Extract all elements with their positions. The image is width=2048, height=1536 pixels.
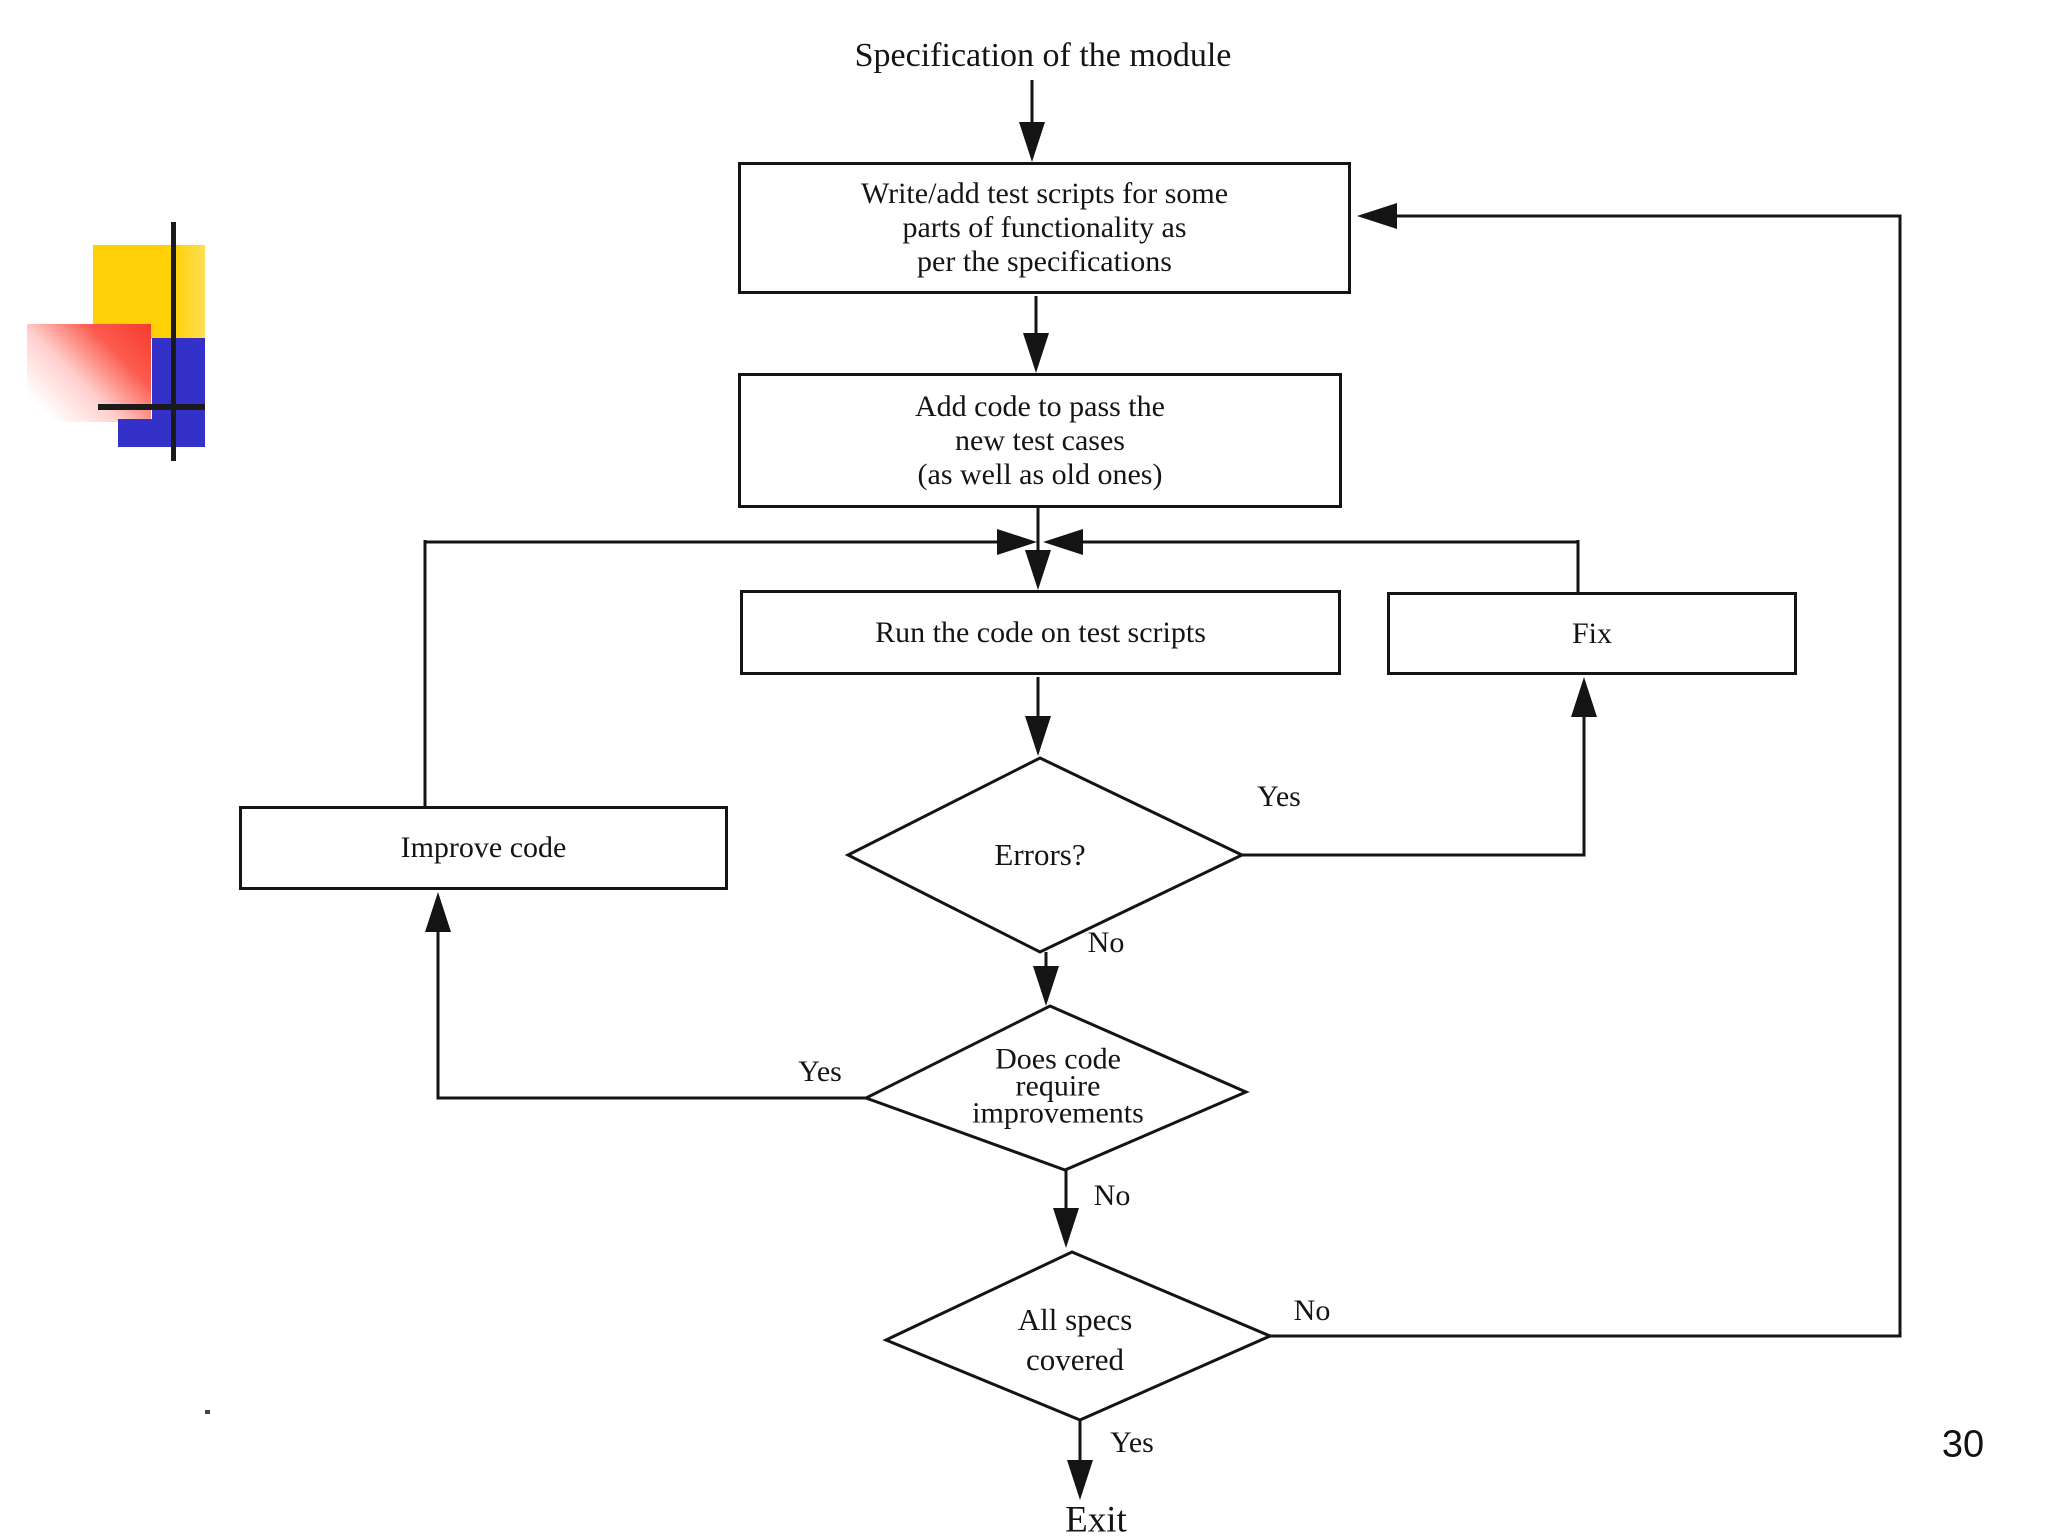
process-box-add-code-line: new test cases	[955, 423, 1125, 457]
edge-label-errors-no: No	[1087, 926, 1125, 959]
process-box-add-code: Add code to pass the new test cases (as …	[738, 373, 1342, 508]
process-box-add-code-line: (as well as old ones)	[917, 457, 1163, 491]
edge-label-improvements-no: No	[1093, 1179, 1131, 1212]
arrowhead-into-improvements	[1033, 966, 1059, 1006]
decision-errors-diamond	[844, 756, 1246, 954]
arrowhead-into-errors	[1025, 716, 1051, 756]
arrowhead-junction-from-improve	[997, 529, 1037, 555]
arrowhead-into-improve	[425, 892, 451, 932]
arrowhead-into-write-tests	[1019, 122, 1045, 162]
arrowhead-into-run-code	[1025, 550, 1051, 590]
edge-label-errors-yes: Yes	[1257, 780, 1301, 813]
process-box-write-tests: Write/add test scripts for some parts of…	[738, 162, 1351, 294]
decision-improvements-line: improvements	[972, 1096, 1144, 1130]
page-number: 30	[1941, 1423, 1985, 1466]
decision-shapes	[844, 756, 1274, 1422]
decision-improvements-diamond	[862, 1004, 1250, 1172]
logo-cross-vertical-line	[171, 222, 176, 461]
arrowhead-into-all-specs	[1053, 1208, 1079, 1248]
edge-label-all-specs-yes: Yes	[1110, 1426, 1154, 1459]
process-box-improve-code-label: Improve code	[400, 831, 567, 864]
arrowhead-into-exit	[1067, 1460, 1093, 1500]
decision-improvements-line: Does code	[995, 1042, 1121, 1076]
process-box-write-tests-line: parts of functionality as	[902, 211, 1187, 244]
arrowhead-junction-from-fix	[1043, 529, 1083, 555]
edge-all-specs-no-feedback	[1270, 214, 1902, 1338]
process-box-write-tests-line: per the specifications	[917, 245, 1172, 278]
process-box-run-code-label: Run the code on test scripts	[875, 615, 1206, 649]
edge-label-improvements-yes: Yes	[798, 1055, 842, 1088]
decision-all-specs-line: covered	[1025, 1342, 1125, 1377]
decision-all-specs-diamond	[882, 1250, 1274, 1422]
process-box-fix: Fix	[1387, 592, 1797, 675]
arrow-heads	[425, 122, 1597, 1500]
arrowhead-into-fix	[1571, 677, 1597, 717]
process-box-add-code-line: Add code to pass the	[915, 389, 1165, 423]
connector-lines	[423, 80, 1902, 1462]
process-box-improve-code: Improve code	[239, 806, 728, 890]
decision-all-specs-line: All specs	[1017, 1302, 1133, 1337]
decision-improvements-line: require	[1015, 1069, 1101, 1103]
logo-cross-horizontal-line	[98, 404, 205, 410]
process-box-write-tests-line: Write/add test scripts for some	[860, 177, 1229, 210]
end-label: Exit	[1065, 1499, 1127, 1536]
decision-errors-label: Errors?	[994, 837, 1086, 872]
logo-yellow-block	[93, 245, 205, 339]
edge-improvements-yes-to-improve	[436, 930, 866, 1100]
process-box-run-code: Run the code on test scripts	[740, 590, 1341, 675]
decision-improvements-label: Does code require improvements	[972, 1042, 1144, 1130]
arrowhead-feedback-into-write-tests	[1357, 203, 1397, 229]
start-label: Specification of the module	[854, 37, 1232, 74]
logo-blue-block-foot	[118, 419, 205, 447]
edge-label-all-specs-no: No	[1293, 1294, 1331, 1327]
stray-mark	[205, 1410, 210, 1414]
decision-all-specs-label: All specs covered	[1018, 1300, 1133, 1380]
edge-errors-yes-to-fix	[1242, 715, 1586, 857]
process-box-fix-label: Fix	[1571, 616, 1613, 650]
arrowhead-into-add-code	[1023, 333, 1049, 373]
